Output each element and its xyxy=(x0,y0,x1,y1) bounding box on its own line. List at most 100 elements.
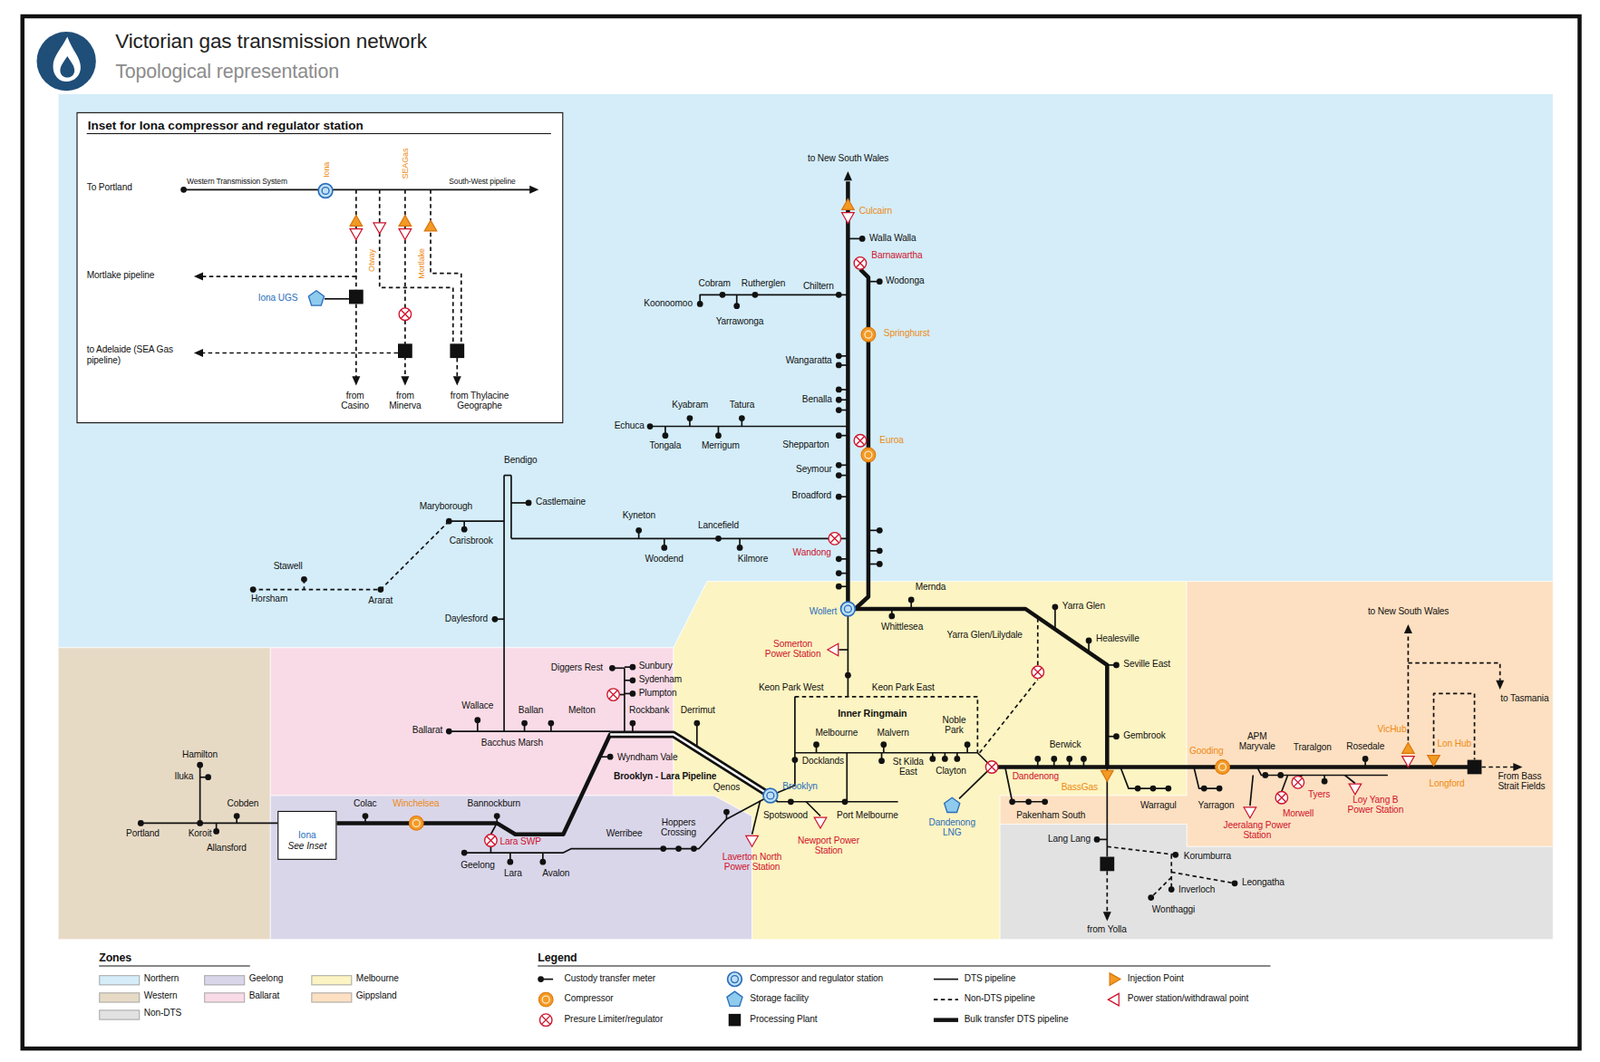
dts-pipeline xyxy=(490,823,497,834)
non-dts-pipeline xyxy=(430,189,462,344)
custody-meter xyxy=(878,757,885,765)
regulator-symbol xyxy=(855,436,864,446)
custody-meter xyxy=(647,423,654,430)
withdrawal-point xyxy=(1348,784,1362,796)
map-label: Echuca xyxy=(614,421,645,432)
dts-pipeline xyxy=(623,668,626,735)
map-label: Tyers xyxy=(1308,790,1330,801)
custody-meter xyxy=(835,432,843,439)
page-frame xyxy=(22,16,1581,1049)
map-label: VicHub xyxy=(1377,725,1407,736)
map-label: Seville East xyxy=(1123,659,1171,670)
compressor-symbol xyxy=(538,992,553,1008)
injection-point xyxy=(1109,973,1121,987)
dts-pipeline xyxy=(770,697,796,796)
non-dts-pipeline xyxy=(1407,663,1500,682)
custody-meter xyxy=(964,741,971,748)
custody-meter xyxy=(908,596,915,603)
legend-text: Compressor xyxy=(563,994,613,1005)
compressor-symbol xyxy=(542,996,550,1004)
non-dts-pipeline xyxy=(1481,766,1514,769)
storage-facility xyxy=(308,290,324,306)
legend-text: Storage facility xyxy=(749,994,809,1005)
dts-pipeline xyxy=(933,979,959,981)
custody-meter xyxy=(461,526,468,534)
non-dts-pipeline xyxy=(379,189,454,344)
custody-meter xyxy=(539,859,546,866)
zone-swatch xyxy=(98,992,140,1003)
custody-meter xyxy=(953,756,960,763)
dts-pipeline xyxy=(448,520,505,523)
zone-swatch xyxy=(203,975,245,986)
legend-text: Northern xyxy=(144,974,180,985)
map-label: Lara SWP xyxy=(500,837,542,848)
map-label: Ballan xyxy=(518,706,544,717)
arrow-head xyxy=(1404,624,1413,634)
custody-meter xyxy=(446,728,453,736)
arrow-head xyxy=(529,185,539,194)
map-label: Chiltern xyxy=(803,281,834,292)
custody-meter xyxy=(492,616,499,623)
custody-meter xyxy=(1113,733,1120,740)
map-label: Carisbrook xyxy=(449,536,494,547)
compressor-symbol xyxy=(1215,760,1231,776)
map-label: Whittlesea xyxy=(881,622,923,633)
withdrawal-point xyxy=(349,229,363,241)
inset-title: Inset for Iona compressor and regulator … xyxy=(87,119,553,135)
map-label: Wallace xyxy=(461,701,494,712)
custody-meter xyxy=(630,677,637,684)
regulator-symbol xyxy=(1031,666,1045,679)
map-label: Daylesford xyxy=(445,614,488,625)
map-label: Lara xyxy=(504,869,523,880)
compressor-regulator-station xyxy=(841,601,856,617)
custody-meter xyxy=(690,845,698,853)
custody-meter xyxy=(1066,756,1073,763)
map-label: Sunbury xyxy=(639,662,673,673)
custody-meter xyxy=(525,500,533,507)
custody-meter xyxy=(1172,852,1179,859)
map-label: St Kilda East xyxy=(888,757,928,778)
dts-pipeline xyxy=(845,753,848,803)
dts-pipeline xyxy=(847,609,850,698)
custody-meter xyxy=(675,845,682,853)
injection-point xyxy=(398,215,412,227)
map-label: Colac xyxy=(353,800,377,811)
non-dts-pipeline xyxy=(404,189,407,309)
custody-meter xyxy=(813,741,820,748)
map-label: Zones xyxy=(98,951,132,965)
injection-point xyxy=(424,220,437,232)
custody-meter xyxy=(233,813,241,820)
custody-meter xyxy=(876,561,883,568)
map-label: Yarrawonga xyxy=(716,317,765,328)
zone-swatch xyxy=(98,1009,140,1020)
non-dts-pipeline xyxy=(933,998,959,1001)
custody-meter xyxy=(300,576,308,583)
map-label: Gembrook xyxy=(1123,731,1165,742)
zone-area xyxy=(58,94,1553,649)
custody-meter xyxy=(835,555,843,563)
non-dts-pipeline xyxy=(455,358,458,378)
custody-meter xyxy=(723,809,730,816)
custody-meter xyxy=(1041,798,1048,805)
custody-meter xyxy=(835,362,843,369)
dts-pipeline xyxy=(1120,766,1169,789)
custody-meter xyxy=(180,186,187,194)
map-label: Culcairn xyxy=(859,207,893,218)
processing-plant xyxy=(1099,857,1115,873)
map-label: Docklands xyxy=(802,756,844,767)
custody-meter xyxy=(461,850,468,857)
custody-meter xyxy=(842,798,849,805)
custody-meter xyxy=(738,415,746,422)
processing-plant xyxy=(728,1014,742,1028)
legend-text: Compressor and regulator station xyxy=(749,974,883,985)
non-dts-pipeline xyxy=(795,697,978,754)
map-label: Mernda xyxy=(915,582,947,593)
map-label: Walla Walla xyxy=(869,233,916,244)
map-label: Yarra Glen/Lilydale xyxy=(947,630,1023,641)
custody-meter xyxy=(835,570,843,577)
map-label: Loy Yang B Power Station xyxy=(1339,795,1412,816)
map-label: Euroa xyxy=(879,436,903,447)
dts-pipeline xyxy=(510,475,513,540)
map-label: Inner Ringmain xyxy=(837,708,907,720)
custody-meter xyxy=(835,387,843,394)
